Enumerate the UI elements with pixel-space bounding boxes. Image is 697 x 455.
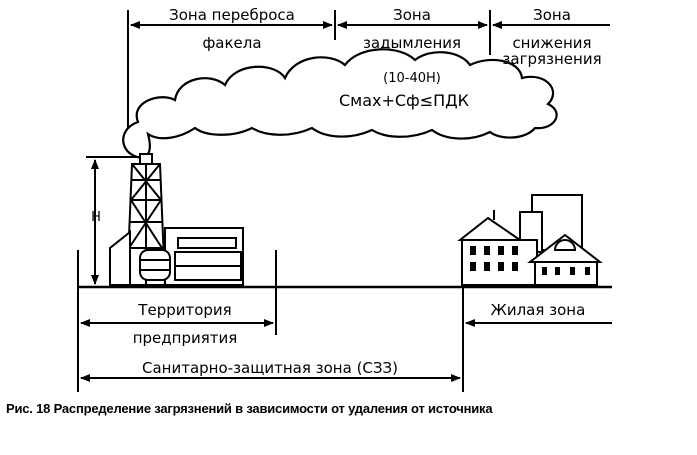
top-zone-dimensions [127, 10, 610, 145]
factory-icon [109, 153, 244, 286]
cloud-formula-note: Cмах+Cф≤ПДК [339, 91, 470, 110]
smoke-zone-label-line1: Зона [393, 6, 431, 24]
stack-height-label: H [91, 210, 101, 225]
smoke-cloud [122, 48, 558, 160]
flare-zone-label-line1: Зона переброса [169, 6, 295, 24]
territory-label-line1: Территория [137, 301, 231, 319]
cloud-range-note: (10-40H) [383, 71, 441, 86]
residential-zone-label: Жилая зона [491, 301, 586, 319]
stack-height-dimension [86, 156, 140, 285]
reduction-zone-label-line1: Зона [533, 6, 571, 24]
residential-houses-icon [457, 194, 603, 286]
reduction-zone-label-line2: снижения [512, 34, 591, 52]
bottom-zone-dimensions [80, 319, 612, 382]
territory-label-line2: предприятия [133, 329, 238, 347]
sanitary-zone-label: Санитарно-защитная зона (СЗЗ) [142, 359, 398, 377]
flare-zone-label-line2: факела [202, 34, 261, 52]
figure-caption: Рис. 18 Распределение загрязнений в зави… [6, 401, 493, 416]
smoke-zone-label-line2: задымления [363, 34, 461, 52]
reduction-zone-label-line3: загрязнения [502, 50, 601, 68]
